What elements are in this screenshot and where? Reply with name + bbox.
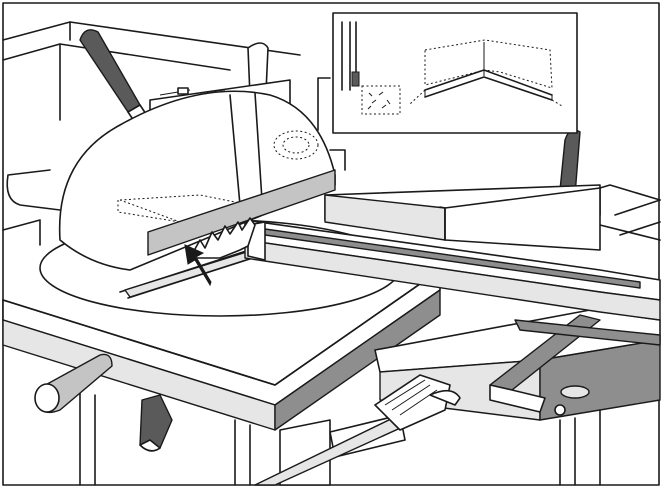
detail-inset [317, 12, 578, 134]
rip-fence [324, 184, 601, 251]
sliding-table [244, 219, 661, 321]
front-handles [34, 353, 173, 452]
detail-inset-frame [332, 12, 578, 134]
blade-guard [58, 79, 336, 271]
background-frame [2, 21, 661, 246]
fence-clamp [374, 374, 461, 431]
feed-direction-arrow [184, 244, 212, 287]
saw-blade [189, 217, 256, 259]
crosscut-fence [489, 314, 661, 416]
